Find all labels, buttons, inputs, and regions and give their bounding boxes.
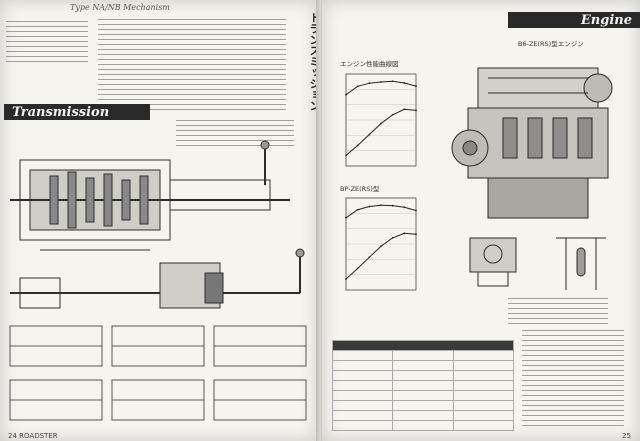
chart1-series-0-point-1 (356, 85, 359, 88)
book-spine (316, 0, 324, 441)
lubrication-diagram (469, 237, 517, 287)
chart2-series-1-point-2 (368, 256, 371, 259)
engine-section-band: Engine (508, 12, 640, 28)
left-intro-text (6, 18, 88, 62)
chart2-series-0-point-3 (380, 204, 382, 207)
chart1-series-1-line (345, 108, 417, 156)
chart1-series-1-point-3 (380, 122, 382, 125)
engine-caption: B6-ZE(RS)型エンジン (518, 40, 584, 48)
chart1-series-1-point-4 (391, 113, 394, 116)
left-column-text (98, 18, 286, 110)
chart2-series-0-point-0 (345, 216, 347, 219)
chart2-series-1-point-0 (345, 278, 347, 280)
chart2-series-0-point-5 (403, 206, 406, 209)
chart2-series-1-point-1 (356, 267, 359, 270)
engine-spec-table (331, 340, 515, 431)
running-title: Type NA/NB Mechanism (70, 3, 170, 12)
chart1-series-1-point-1 (356, 144, 359, 147)
chart2-series-1-point-3 (380, 245, 382, 248)
gear-positions-diagram-grid (9, 325, 307, 421)
chart1-series-0-line (345, 80, 417, 96)
chart1-series-1-point-6 (415, 109, 417, 112)
engine-performance-chart-1 (345, 73, 417, 167)
engine-caption-text (508, 298, 608, 324)
chart2-series-0-point-2 (368, 205, 371, 208)
chart1-series-0-point-3 (380, 81, 382, 83)
engine-cutaway-illustration (451, 67, 613, 219)
right-page-number: 25 (622, 432, 631, 440)
chart2-series-0-point-6 (415, 209, 417, 212)
chart2-caption: BP-ZE(RS)型 (340, 185, 380, 193)
shift-linkage-diagram (10, 248, 305, 309)
chart2-series-1-point-4 (391, 236, 394, 239)
chart1-series-0-point-0 (345, 93, 347, 96)
engine-performance-chart-2 (345, 197, 417, 291)
chart2-series-1-point-5 (403, 232, 406, 235)
oil-level-gauge-diagram (556, 237, 606, 290)
chart1-series-0-point-6 (415, 85, 417, 87)
left-footer: 24 ROADSTER (8, 432, 58, 440)
left-page-number: 24 (8, 432, 17, 440)
chart2-series-1-point-6 (415, 233, 417, 236)
chart2-series-0-point-4 (391, 204, 394, 207)
transmission-section-band: Transmission (4, 104, 150, 120)
transmission-cutaway-diagram (10, 140, 290, 251)
transmission-caption-text (176, 120, 294, 146)
chart2-series-1-line (345, 232, 417, 280)
left-page: Type NA/NB Mechanism トランスミッション Transmiss… (0, 0, 321, 441)
right-column-text (522, 328, 624, 426)
left-footer-text: ROADSTER (19, 432, 58, 440)
chart2-series-0-line (345, 204, 417, 219)
chart1-series-1-point-0 (345, 154, 347, 157)
chart1-caption: エンジン性能曲線図 (340, 60, 399, 68)
chart2-series-0-point-1 (356, 208, 359, 211)
chart1-series-0-point-5 (403, 82, 406, 84)
chart1-series-1-point-5 (403, 108, 406, 111)
chart1-series-1-point-2 (368, 133, 371, 136)
chart1-series-0-point-2 (368, 82, 371, 85)
chart1-series-0-point-4 (391, 80, 394, 83)
